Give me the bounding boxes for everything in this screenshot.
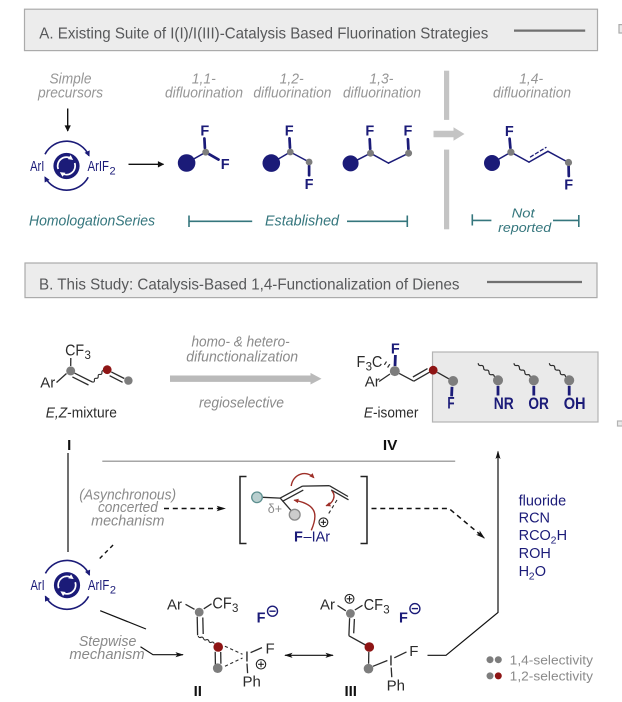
svg-text:Ph: Ph (387, 678, 405, 695)
svg-text:difluorination: difluorination (493, 84, 571, 101)
svg-text:2: 2 (110, 585, 116, 597)
svg-text:2: 2 (110, 166, 116, 178)
svg-text:2: 2 (551, 534, 557, 546)
svg-text:Simple: Simple (50, 71, 92, 88)
svg-text:Not: Not (512, 206, 537, 221)
svg-text:3: 3 (232, 603, 238, 615)
svg-text:O: O (535, 564, 546, 580)
svg-text:Ph: Ph (243, 673, 261, 690)
svg-text:difluorination: difluorination (165, 84, 243, 101)
svg-text:F: F (305, 177, 314, 193)
svg-text:H: H (519, 564, 529, 580)
svg-text:3: 3 (85, 350, 91, 362)
svg-text:H: H (557, 528, 567, 544)
svg-text:–IAr: –IAr (304, 529, 331, 545)
svg-text:I: I (67, 437, 71, 454)
svg-text:Ar: Ar (365, 373, 380, 390)
svg-text:fluoride: fluoride (519, 494, 567, 510)
svg-text:precursors: precursors (37, 84, 103, 101)
svg-text:B. This Study: Catalysis-Based: B. This Study: Catalysis-Based 1,4-Funct… (39, 277, 460, 294)
svg-text:RCO: RCO (519, 528, 551, 544)
svg-text:OR: OR (528, 394, 549, 413)
svg-text:1,2-: 1,2- (280, 71, 304, 88)
svg-text:F: F (447, 394, 454, 413)
svg-text:1,3-: 1,3- (369, 71, 393, 88)
svg-text:F: F (564, 177, 573, 193)
svg-text:F: F (221, 157, 230, 173)
svg-text:1,1-: 1,1- (192, 71, 216, 88)
svg-text:reported: reported (498, 220, 552, 235)
svg-text:F: F (365, 123, 374, 139)
svg-text:difunctionalization: difunctionalization (186, 349, 298, 365)
svg-text:F: F (200, 123, 209, 139)
svg-text:mechanism: mechanism (91, 513, 164, 530)
svg-text:ROH: ROH (519, 546, 551, 562)
svg-text:III: III (344, 683, 357, 700)
svg-text:Ar: Ar (40, 375, 55, 392)
svg-text:1,2-selectivity: 1,2-selectivity (510, 669, 594, 684)
svg-text:I: I (245, 648, 249, 665)
svg-text:F: F (399, 611, 408, 627)
svg-text:3: 3 (383, 604, 389, 616)
svg-text:ArIF: ArIF (88, 577, 110, 594)
svg-text:RCN: RCN (519, 510, 550, 526)
svg-text:F: F (505, 124, 514, 140)
svg-text:concerted: concerted (98, 499, 158, 516)
svg-text:1,4-selectivity: 1,4-selectivity (510, 652, 594, 667)
svg-text:2: 2 (529, 570, 535, 582)
svg-text:HomologationSeries: HomologationSeries (29, 213, 155, 230)
svg-text:Ar: Ar (167, 597, 182, 614)
svg-text:I: I (389, 652, 393, 669)
svg-text:homo- & hetero-: homo- & hetero- (192, 335, 290, 351)
svg-text:mechanism: mechanism (69, 646, 144, 663)
svg-text:A. Existing Suite of I(I)/I(II: A. Existing Suite of I(I)/I(III)-Catalys… (39, 26, 488, 43)
svg-text:F: F (391, 342, 400, 358)
svg-text:F: F (357, 354, 366, 371)
svg-text:CF: CF (364, 597, 384, 614)
svg-text:regioselective: regioselective (199, 396, 284, 412)
svg-text:F: F (409, 643, 418, 660)
svg-text:difluorination: difluorination (253, 84, 331, 101)
svg-text:CF: CF (65, 342, 84, 359)
svg-text:F: F (294, 529, 303, 545)
svg-text:3: 3 (366, 361, 372, 373)
svg-text:Ar: Ar (320, 597, 335, 614)
svg-text:NR: NR (494, 394, 514, 413)
svg-text:II: II (194, 683, 202, 700)
svg-text:F: F (266, 641, 275, 658)
svg-text:Established: Established (265, 213, 340, 230)
svg-text:OH: OH (564, 394, 586, 413)
svg-text:F: F (285, 123, 294, 139)
svg-text:E-isomer: E-isomer (364, 405, 419, 422)
svg-text:F: F (403, 123, 412, 139)
svg-text:(Asynchronous): (Asynchronous) (79, 486, 176, 503)
svg-text:E,Z-mixture: E,Z-mixture (46, 404, 117, 421)
svg-text:ArI: ArI (30, 158, 44, 175)
svg-text:ArI: ArI (31, 577, 45, 594)
svg-text:ArIF: ArIF (88, 158, 110, 175)
svg-text:1,4-: 1,4- (519, 71, 543, 88)
svg-text:IV: IV (383, 437, 398, 454)
svg-text:CF: CF (212, 595, 232, 612)
svg-text:Stepwise: Stepwise (79, 633, 137, 650)
svg-text:δ+: δ+ (268, 502, 282, 516)
svg-text:difluorination: difluorination (343, 84, 421, 101)
svg-text:F: F (257, 611, 266, 627)
svg-text:C: C (372, 354, 383, 371)
